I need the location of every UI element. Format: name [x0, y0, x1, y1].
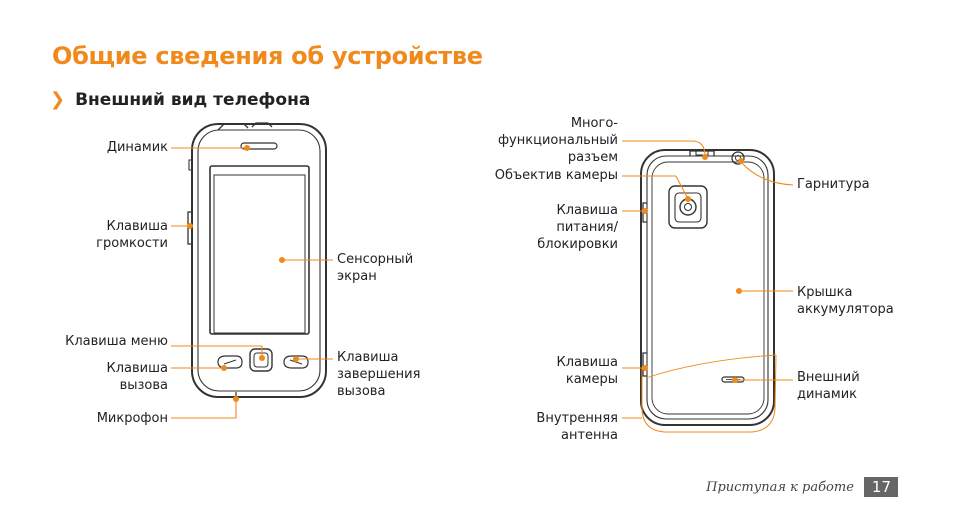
back-leader-lines	[622, 140, 794, 419]
footer-section: Приступая к работе	[706, 479, 854, 495]
label-power-key: Клавиша питания/ блокировки	[537, 203, 618, 252]
page-footer: Приступая к работе 17	[706, 477, 898, 497]
label-microphone: Микрофон	[96, 411, 168, 426]
label-menu-key: Клавиша меню	[65, 334, 168, 349]
label-end-key: Клавиша завершения вызова	[337, 350, 421, 399]
label-volume-key: Клавиша громкости	[96, 219, 168, 251]
label-multiport: Много- функциональный разъем	[497, 116, 618, 165]
label-internal-antenna: Внутренняя антенна	[536, 411, 618, 443]
label-touchscreen: Сенсорный экран	[337, 252, 414, 284]
label-speaker: Динамик	[106, 140, 168, 155]
front-leader-lines	[171, 144, 333, 419]
section-heading-text: Внешний вид телефона	[75, 90, 311, 110]
label-headset: Гарнитура	[797, 177, 870, 192]
label-call-key: Клавиша вызова	[106, 361, 168, 393]
antenna-outline	[641, 354, 777, 433]
label-external-speaker: Внешний динамик	[797, 370, 860, 402]
section-heading: ❯ Внешний вид телефона	[50, 89, 310, 110]
label-camera-lens: Объектив камеры	[494, 168, 618, 183]
label-camera-key: Клавиша камеры	[556, 355, 618, 387]
chevron-right-icon: ❯	[50, 89, 66, 110]
page-title: Общие сведения об устройстве	[52, 42, 483, 70]
page-number: 17	[863, 477, 898, 497]
label-battery-cover: Крышка аккумулятора	[797, 285, 894, 317]
back-phone-illustration	[640, 149, 775, 426]
